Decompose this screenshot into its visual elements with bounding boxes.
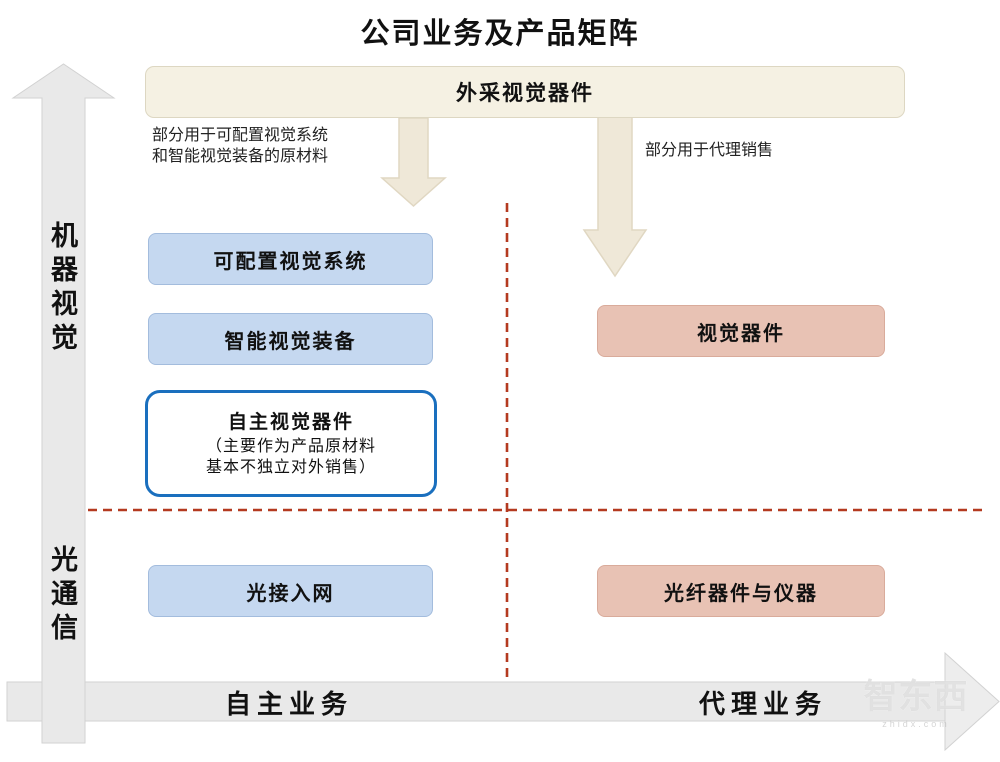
- flow-annotation-left-line1: 部分用于可配置视觉系统: [152, 127, 329, 144]
- box-optical-access-network-label: 光接入网: [246, 582, 335, 605]
- box-configurable-vision-system: 可配置视觉系统: [148, 233, 433, 285]
- flow-annotation-left-line2: 和智能视觉装备的原材料: [152, 148, 329, 165]
- box-self-vision-components: 自主视觉器件 （主要作为产品原材料 基本不独立对外销售）: [145, 390, 437, 497]
- x-axis-band: [6, 681, 946, 722]
- box-optical-access-network: 光接入网: [148, 565, 433, 617]
- flow-annotation-left: 部分用于可配置视觉系统 和智能视觉装备的原材料: [152, 125, 392, 167]
- external-vision-components-label: 外采视觉器件: [456, 81, 594, 105]
- x-axis-arrowhead-icon: [944, 651, 1000, 752]
- y-axis-label-machine-vision: 机器视觉: [47, 220, 77, 357]
- box-self-vision-components-note1: （主要作为产品原材料: [205, 437, 376, 455]
- box-fiber-components-instruments: 光纤器件与仪器: [597, 565, 885, 617]
- box-self-vision-components-title: 自主视觉器件: [227, 411, 354, 433]
- box-fiber-components-instruments-label: 光纤器件与仪器: [664, 582, 818, 605]
- page-title: 公司业务及产品矩阵: [360, 18, 640, 50]
- box-configurable-vision-system-label: 可配置视觉系统: [213, 250, 368, 273]
- box-intelligent-vision-equipment: 智能视觉装备: [148, 313, 433, 365]
- y-axis-label-optical-communication: 光通信: [47, 544, 77, 647]
- box-intelligent-vision-equipment-label: 智能视觉装备: [224, 330, 357, 353]
- x-axis-label-self-business: 自主业务: [224, 689, 353, 719]
- y-axis-arrow-icon: [11, 63, 116, 744]
- box-vision-components-label: 视觉器件: [697, 322, 785, 345]
- box-self-vision-components-note2: 基本不独立对外销售）: [205, 458, 376, 476]
- flow-arrow-left-icon: [380, 117, 447, 208]
- box-vision-components: 视觉器件: [597, 305, 885, 357]
- flow-annotation-right: 部分用于代理销售: [645, 142, 774, 159]
- x-axis-label-agency-business: 代理业务: [698, 689, 827, 719]
- flow-arrow-right-icon: [582, 115, 648, 278]
- external-vision-components-bar: 外采视觉器件: [145, 66, 905, 118]
